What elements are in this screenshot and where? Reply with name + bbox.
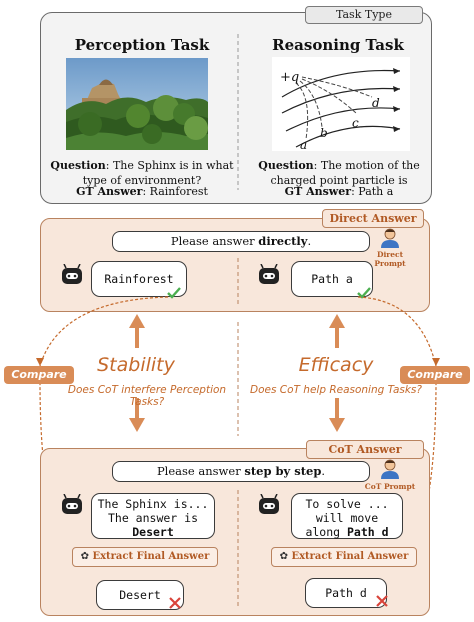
cot-prompt-bubble: Please answer step by step. <box>112 461 370 482</box>
reasoning-gt: GT Answer: Path a <box>284 185 394 198</box>
figure-label-b: b <box>320 126 328 140</box>
perception-question: Question: The Sphinx is in what type of … <box>50 159 234 187</box>
robot-icon <box>62 494 82 514</box>
cross-icon <box>376 595 388 607</box>
figure-label-a: a <box>300 138 307 151</box>
openai-logo-icon: ✿ <box>80 551 89 562</box>
extract-final-answer-left: ✿ Extract Final Answer <box>72 547 218 567</box>
cot-final-right: Path d <box>305 578 387 608</box>
figure-label-q: +q <box>280 70 299 85</box>
cot-answer-tag: CoT Answer <box>306 440 424 459</box>
user-icon <box>381 228 399 248</box>
reasoning-question: Question: The motion of the charged poin… <box>258 159 420 187</box>
direct-answer-right: Path a <box>291 261 373 297</box>
cot-answer-left: The Sphinx is... The answer is Desert <box>91 493 215 539</box>
cot-answer-right: To solve ... will move along Path d <box>291 493 403 539</box>
check-icon <box>357 287 371 299</box>
user-icon <box>381 459 399 479</box>
efficacy-question: Does CoT help Reasoning Tasks? <box>250 384 422 396</box>
extract-final-answer-right: ✿ Extract Final Answer <box>271 547 417 567</box>
openai-logo-icon: ✿ <box>279 551 288 562</box>
reasoning-title: Reasoning Task <box>272 36 404 54</box>
compare-right-label: Compare <box>400 366 470 384</box>
check-icon <box>167 287 181 299</box>
task-type-tag: Task Type <box>305 6 423 24</box>
sphinx-rainforest-image <box>66 58 208 150</box>
perception-gt: GT Answer: Rainforest <box>76 185 208 198</box>
perception-title: Perception Task <box>74 36 210 54</box>
cross-icon <box>169 597 181 609</box>
compare-left-label: Compare <box>4 366 74 384</box>
cot-final-left: Desert <box>96 580 184 610</box>
figure-label-d: d <box>372 96 380 110</box>
robot-icon <box>62 264 82 284</box>
cot-prompt-label: CoT Prompt <box>364 482 416 491</box>
direct-prompt-bubble: Please answer directly. <box>112 231 370 252</box>
figure-label-c: c <box>352 116 359 130</box>
robot-icon <box>259 494 279 514</box>
efficacy-label: Efficacy <box>298 354 374 376</box>
stability-question: Does CoT interfere Perception Tasks? <box>67 384 227 408</box>
direct-answer-left: Rainforest <box>91 261 187 297</box>
robot-icon <box>259 264 279 284</box>
direct-answer-tag: Direct Answer <box>322 209 424 228</box>
stability-label: Stability <box>97 354 175 376</box>
charged-particle-figure: +q d c b a <box>272 57 410 151</box>
